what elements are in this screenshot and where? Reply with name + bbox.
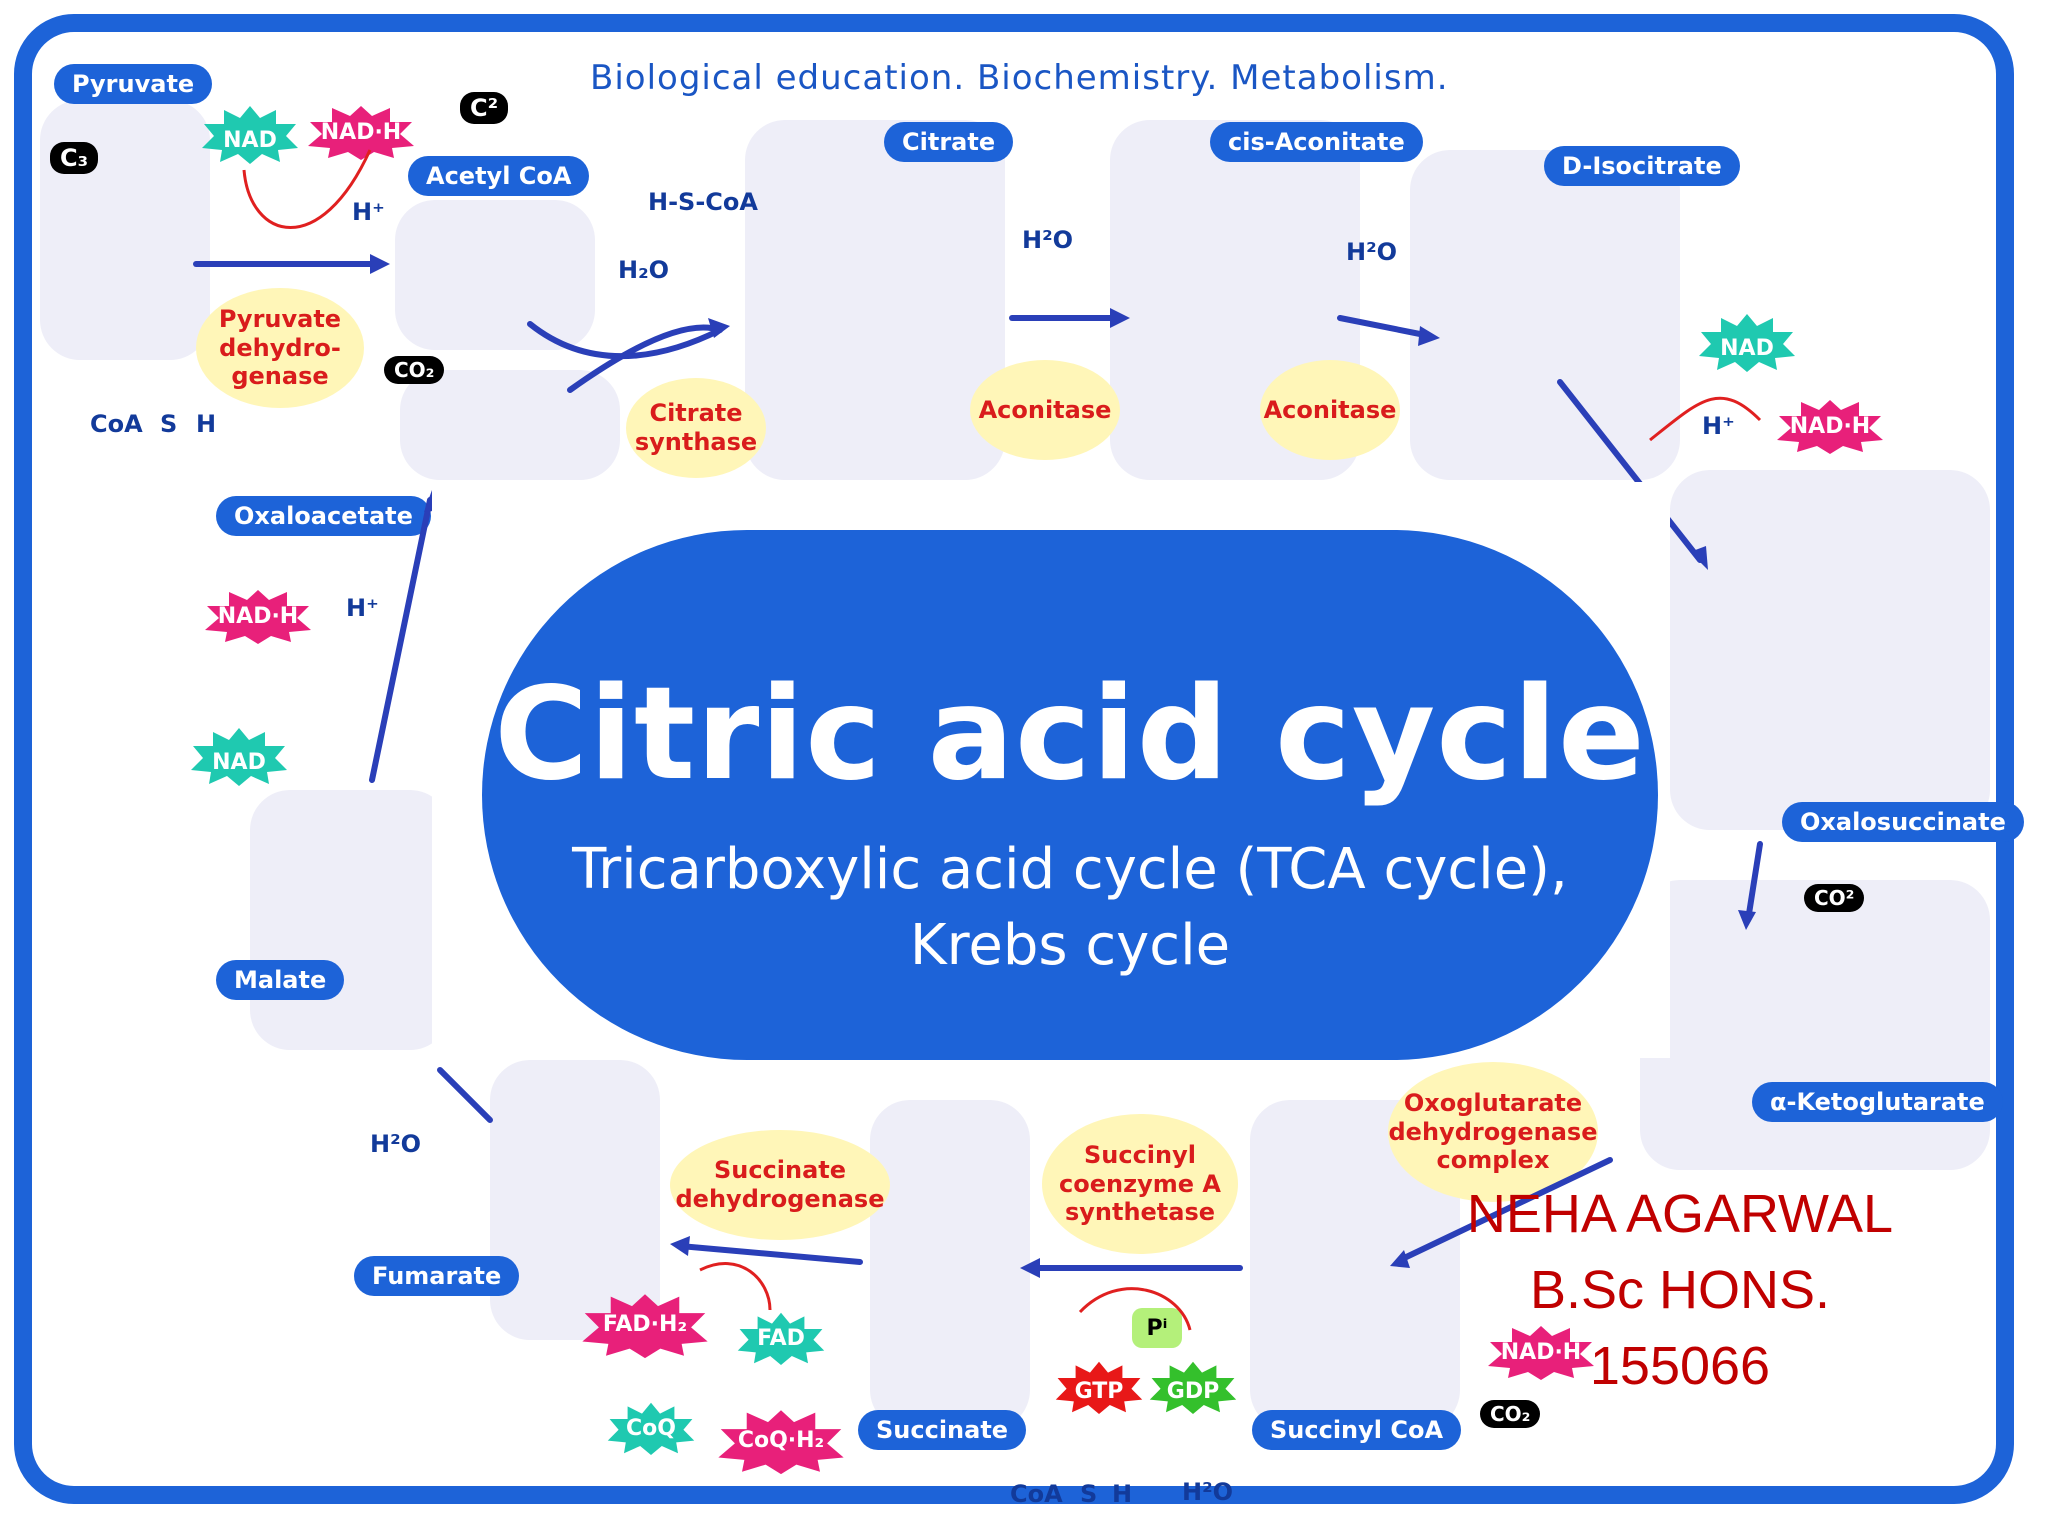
gdp-burst: [1149, 1361, 1237, 1414]
pill-acetyl-coa: Acetyl CoA: [408, 156, 590, 196]
nad-burst-right: [1699, 314, 1795, 372]
title-oval: [482, 530, 1658, 1060]
nadh-burst-top-left: [308, 106, 414, 160]
h-plus-label-top: H⁺: [352, 198, 385, 226]
pill-succinyl-coa: Succinyl CoA: [1252, 1410, 1462, 1450]
nadh-burst-left: [205, 590, 311, 644]
nadh-burst-bottom-right: [1488, 1326, 1594, 1380]
h2o-label-isocitrate: H²O: [1346, 238, 1397, 266]
h2o-label-citrate: H₂O: [618, 256, 669, 284]
s-label-bottom: S: [1080, 1480, 1098, 1508]
co2-label-oxalosuccinate: CO²: [1804, 884, 1865, 912]
nad-burst-top-left: [202, 106, 298, 164]
pill-d-isocitrate: D-Isocitrate: [1544, 146, 1740, 186]
enzyme-oxoglutarate-dehydrogenase: Oxoglutarate dehydrogenase complex: [1388, 1062, 1598, 1202]
slide-frame: [14, 14, 2014, 1504]
fadh2-burst: [582, 1294, 708, 1359]
header-text: Biological education. Biochemistry. Meta…: [590, 58, 1449, 98]
pi-label: Pⁱ: [1132, 1308, 1182, 1348]
enzyme-aconitase-2: Aconitase: [1260, 360, 1400, 460]
coqh2-label: CoQ·H₂: [737, 1427, 825, 1453]
h2o-label-aconitase: H²O: [1022, 226, 1073, 254]
coqh2-burst: [718, 1410, 844, 1475]
s-label-pyruvate: S: [160, 410, 178, 438]
nadh-label-top-left: NAD·H: [320, 119, 402, 145]
coa-label-bottom: CoA: [1010, 1480, 1063, 1508]
fad-label: FAD: [757, 1325, 805, 1351]
molecule-bg-isocitrate: [1410, 150, 1680, 480]
gtp-burst: [1055, 1361, 1143, 1414]
hs-coa-label: H-S-CoA: [648, 188, 758, 216]
coa-label-pyruvate: CoA: [90, 410, 143, 438]
author-degree: B.Sc HONS.: [1529, 1260, 1831, 1320]
fadh2-label: FAD·H₂: [602, 1311, 688, 1337]
molecule-bg-oxalosuccinate: [1670, 470, 1990, 830]
pill-pyruvate: Pyruvate: [54, 64, 213, 104]
h2o-label-fumarate: H²O: [370, 1130, 421, 1158]
pill-citrate: Citrate: [884, 122, 1014, 162]
enzyme-succinate-dehydrogenase: Succinate dehydrogenase: [670, 1130, 890, 1240]
slide-subtitle: Tricarboxylic acid cycle (TCA cycle), Kr…: [482, 832, 1658, 984]
nadh-label-bottom-right: NAD·H: [1500, 1339, 1582, 1365]
pill-malate: Malate: [216, 960, 345, 1000]
enzyme-succinyl-coa-synthetase: Succinyl coenzyme A synthetase: [1042, 1114, 1238, 1254]
h-plus-label-isocitrate: H⁺: [1702, 412, 1735, 440]
gdp-label: GDP: [1166, 1378, 1220, 1404]
enzyme-citrate-synthase: Citrate synthase: [626, 378, 766, 478]
pill-oxaloacetate: Oxaloacetate: [216, 496, 431, 536]
molecule-bg-oxaloacetate: [400, 370, 620, 480]
pill-oxalosuccinate: Oxalosuccinate: [1782, 802, 2024, 842]
fad-burst: [737, 1312, 825, 1365]
molecule-bg-fumarate: [490, 1060, 660, 1340]
gtp-label: GTP: [1074, 1378, 1124, 1404]
nad-label-left: NAD: [212, 749, 266, 775]
enzyme-pyruvate-dehydrogenase: Pyruvate dehydro- genase: [196, 288, 364, 408]
coq-burst: [607, 1402, 695, 1455]
slide-title: Citric acid cycle: [494, 660, 1646, 809]
nad-label-right: NAD: [1720, 335, 1774, 361]
c3-label: C₃: [50, 142, 99, 174]
author-id: 155066: [1589, 1336, 1771, 1396]
nadh-label-left: NAD·H: [217, 603, 299, 629]
molecule-bg-succinate: [870, 1100, 1030, 1430]
enzyme-aconitase-1: Aconitase: [970, 360, 1120, 460]
h-plus-label-oxaloacetate: H⁺: [346, 594, 379, 622]
nad-label-top-left: NAD: [223, 127, 277, 153]
h-label-pyruvate: H: [196, 410, 217, 438]
nadh-label-right: NAD·H: [1789, 413, 1871, 439]
co2-label-ketoglutarate: CO₂: [1480, 1400, 1541, 1428]
pill-succinate: Succinate: [858, 1410, 1027, 1450]
pill-cis-aconitate: cis-Aconitate: [1210, 122, 1423, 162]
subtitle-line-1: Tricarboxylic acid cycle (TCA cycle),: [572, 837, 1568, 902]
coq-label: CoQ: [626, 1415, 676, 1441]
co2-label-top: CO₂: [384, 356, 445, 384]
c2-label: C²: [460, 92, 509, 124]
author-name: NEHA AGARWAL: [1466, 1184, 1894, 1244]
molecule-bg-acetylcoa: [395, 200, 595, 350]
pill-alpha-ketoglutarate: α-Ketoglutarate: [1752, 1082, 2003, 1122]
nad-burst-left: [191, 728, 287, 786]
pill-fumarate: Fumarate: [354, 1256, 520, 1296]
h-label-bottom: H: [1112, 1480, 1133, 1508]
h2o-label-bottom: H²O: [1182, 1478, 1233, 1506]
subtitle-line-2: Krebs cycle: [909, 913, 1231, 978]
nadh-burst-right: [1777, 400, 1883, 454]
molecule-bg-citrate: [745, 120, 1005, 480]
molecule-bg-malate: [250, 790, 450, 1050]
author-block: NEHA AGARWAL B.Sc HONS. 155066: [1440, 1176, 1920, 1404]
